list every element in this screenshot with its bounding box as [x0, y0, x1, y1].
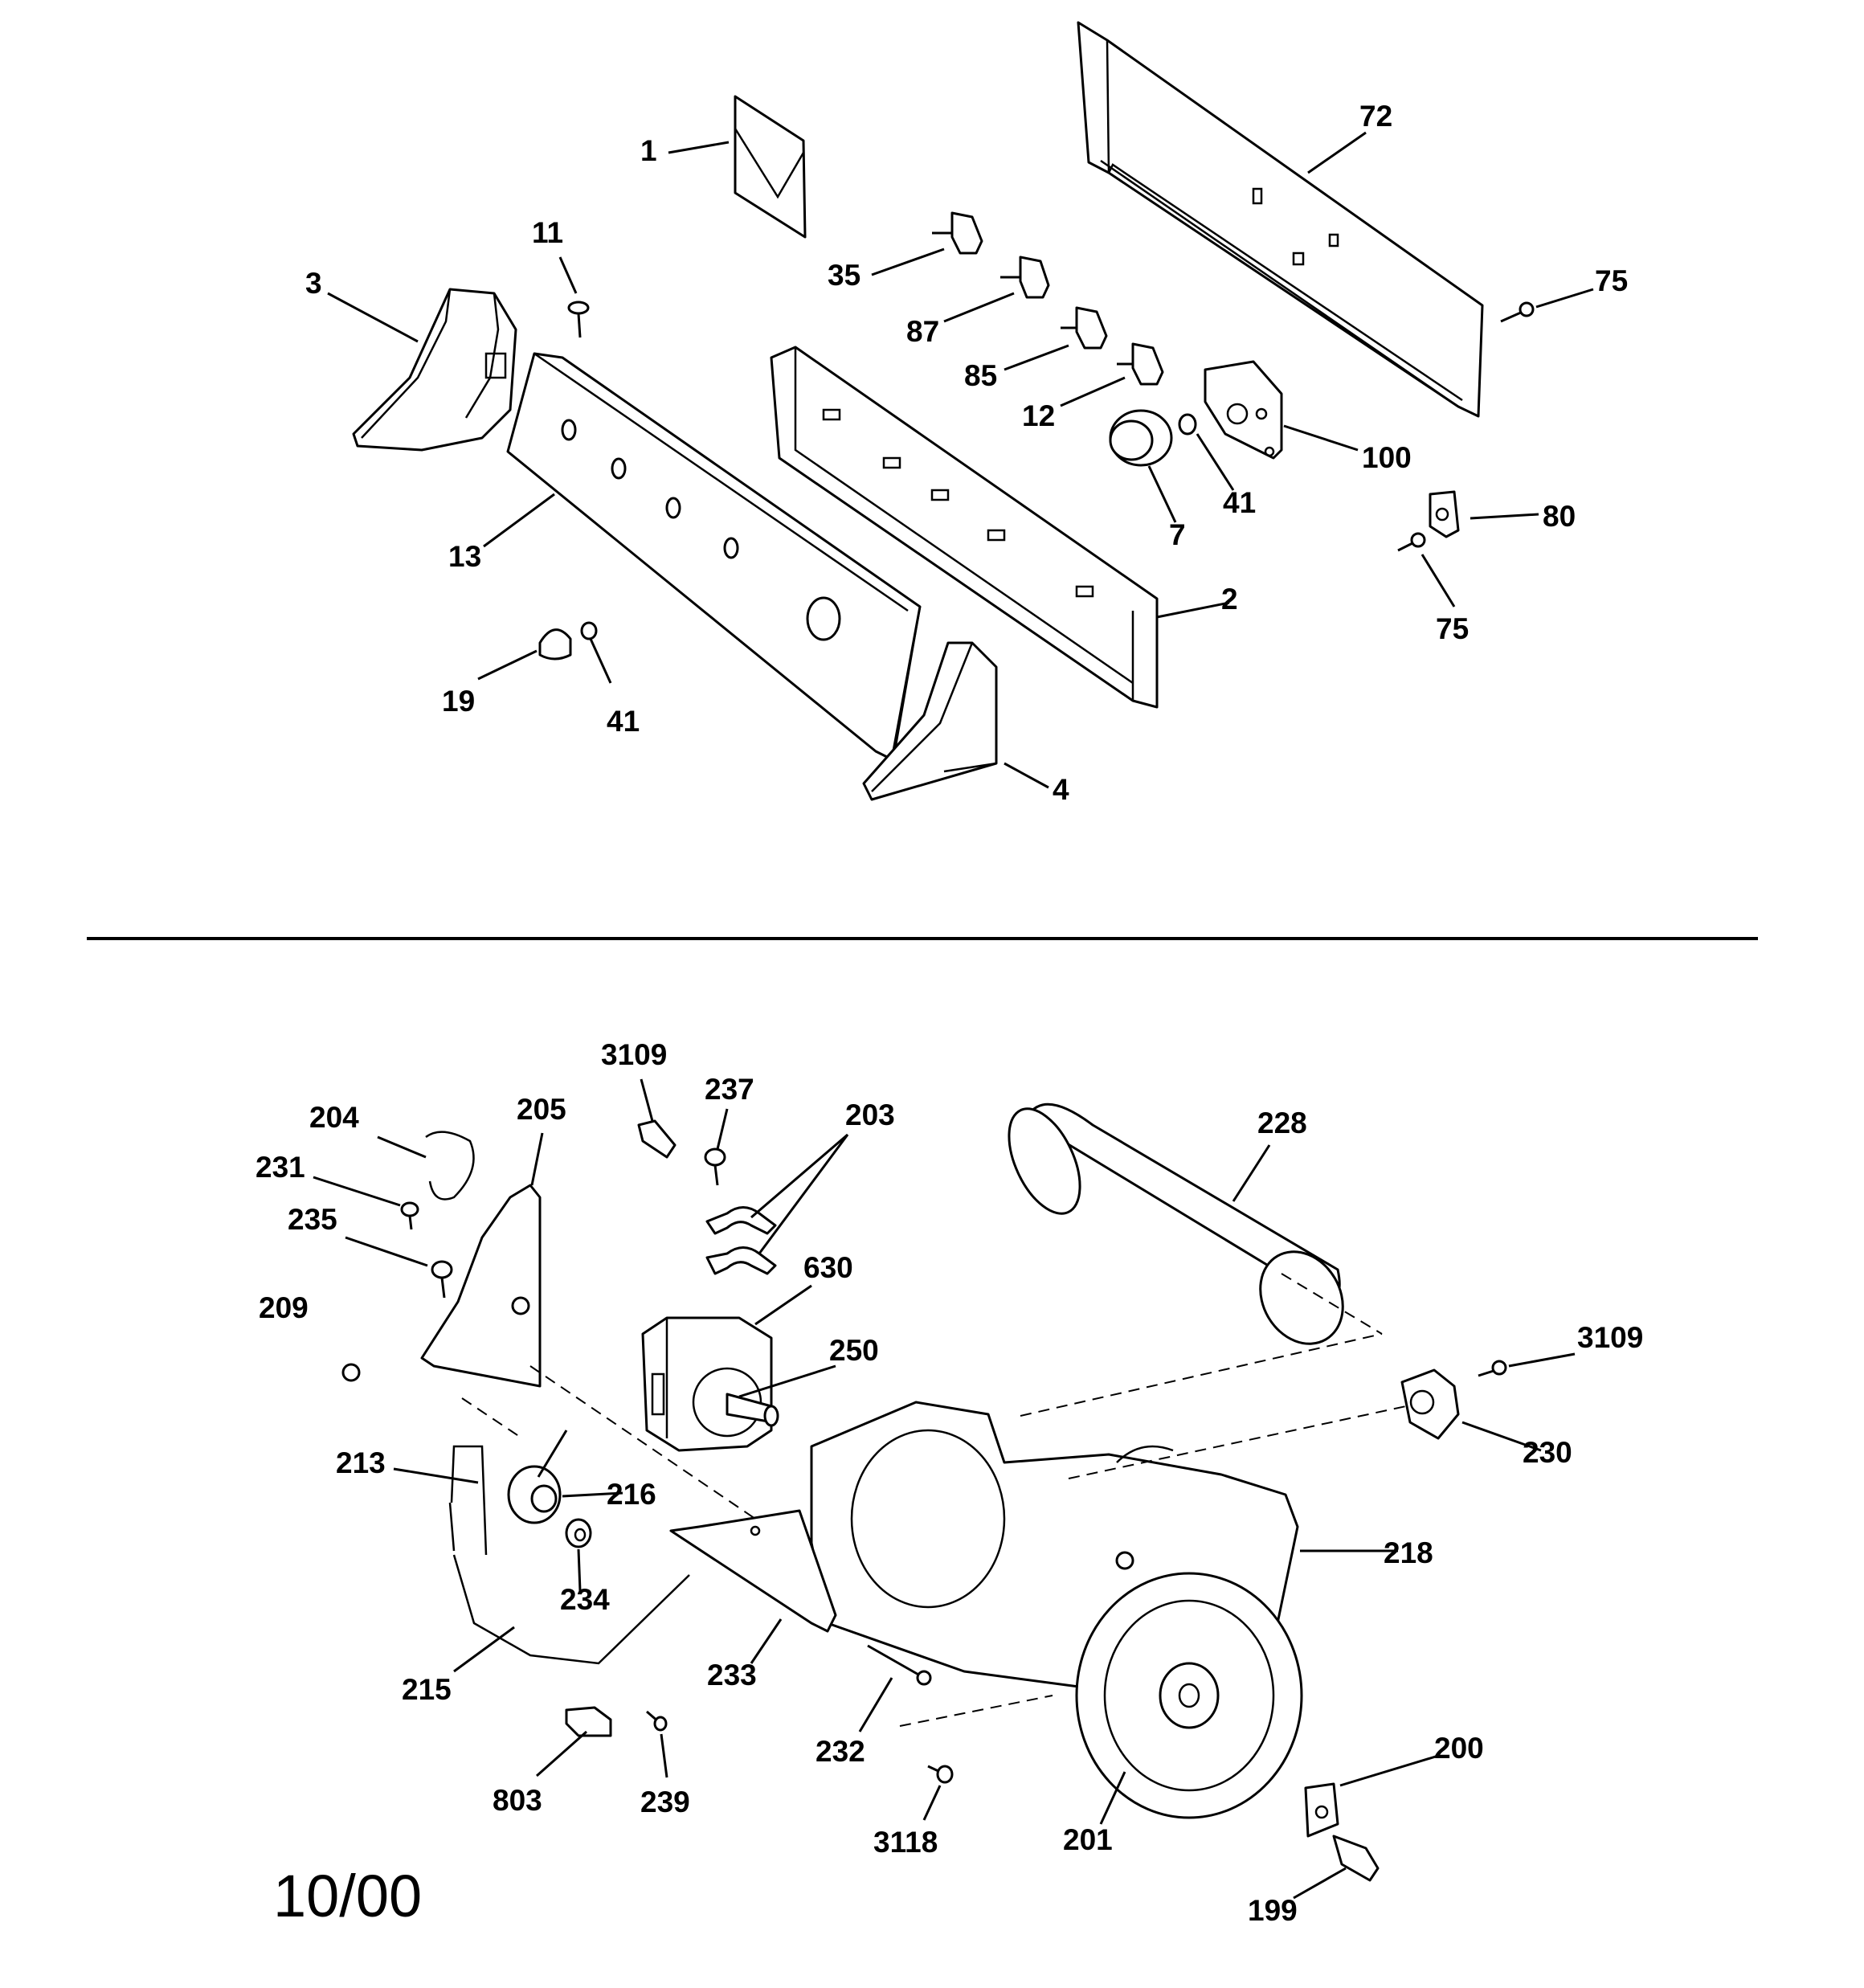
part-1-envelope: [734, 95, 807, 239]
label-239: 239: [640, 1786, 690, 1818]
label-203: 203: [845, 1098, 895, 1131]
part-803-terminal: [565, 1706, 612, 1737]
label-230: 230: [1523, 1436, 1572, 1469]
label-234: 234: [560, 1583, 610, 1616]
part-203-clamp-upper: [705, 1206, 777, 1235]
label-12: 12: [1022, 399, 1055, 432]
part-233-base: [669, 1509, 837, 1633]
part-87-switch: [1000, 256, 1050, 299]
lower-leader-lines: [313, 1078, 1576, 1900]
part-215-idler-arm: [452, 1554, 690, 1665]
part-213-switch: [448, 1445, 488, 1556]
label-3109-a: 3109: [601, 1038, 667, 1071]
part-205-bracket: [420, 1184, 542, 1388]
upper-leader-lines: [327, 131, 1594, 789]
label-209: 209: [259, 1291, 309, 1324]
part-232-pin: [867, 1644, 932, 1686]
label-237: 237: [705, 1073, 754, 1106]
part-3-end-cap: [352, 288, 517, 452]
part-41-bushing-lower: [580, 621, 598, 640]
lower-dash-lines: [461, 1273, 1407, 1727]
label-75-b: 75: [1436, 612, 1469, 645]
label-231: 231: [255, 1151, 305, 1184]
part-201-blower-wheel: [1075, 1572, 1303, 1819]
label-3: 3: [305, 267, 322, 300]
label-204: 204: [309, 1101, 359, 1134]
part-3109-screw-right: [1478, 1360, 1507, 1377]
label-85: 85: [964, 359, 997, 392]
part-200-bracket: [1304, 1782, 1339, 1838]
label-72: 72: [1359, 100, 1392, 133]
part-4-end-support: [862, 641, 998, 801]
label-215: 215: [402, 1673, 452, 1706]
label-35: 35: [828, 259, 860, 292]
date-code: 10/00: [273, 1863, 422, 1929]
part-204-clamp: [425, 1131, 475, 1201]
part-72-backsplash: [1077, 21, 1484, 418]
label-205: 205: [517, 1093, 566, 1126]
part-80-clip: [1429, 490, 1460, 538]
label-228: 228: [1257, 1106, 1307, 1139]
label-11: 11: [532, 216, 563, 249]
label-41-a: 41: [1223, 486, 1256, 519]
label-803: 803: [493, 1784, 542, 1817]
label-235: 235: [288, 1203, 337, 1236]
part-3109-connector-upper: [637, 1119, 677, 1159]
label-7: 7: [1169, 518, 1186, 551]
label-100: 100: [1362, 441, 1412, 474]
label-2: 2: [1221, 583, 1238, 616]
part-228-duct: [1008, 1102, 1344, 1345]
label-87: 87: [906, 315, 939, 348]
label-199: 199: [1248, 1894, 1298, 1927]
part-216-pulley: [507, 1430, 568, 1524]
part-35-switch: [932, 211, 983, 255]
part-13-control-panel: [506, 352, 922, 761]
label-213: 213: [336, 1446, 386, 1479]
part-12-switch: [1117, 342, 1164, 386]
label-232: 232: [816, 1735, 865, 1768]
part-85-switch: [1061, 306, 1108, 350]
label-41-b: 41: [607, 705, 640, 738]
label-4: 4: [1053, 773, 1069, 806]
label-200: 200: [1434, 1732, 1484, 1765]
label-630: 630: [803, 1251, 853, 1284]
part-203-clamp-lower: [705, 1246, 777, 1275]
label-80: 80: [1543, 500, 1576, 533]
label-233: 233: [707, 1659, 757, 1691]
part-630-motor: [641, 1316, 773, 1452]
part-19-lens: [538, 628, 572, 661]
label-13: 13: [448, 540, 481, 573]
part-237-screw: [704, 1147, 726, 1186]
part-7-knob: [1109, 409, 1173, 467]
part-239-screw: [646, 1710, 668, 1732]
label-3118: 3118: [873, 1826, 938, 1859]
part-100-timer: [1204, 360, 1283, 460]
label-216: 216: [607, 1478, 656, 1511]
part-75-screw-b: [1397, 532, 1426, 552]
part-234-nut: [565, 1518, 592, 1548]
part-11-screw: [567, 301, 590, 338]
part-209-nut: [341, 1363, 361, 1382]
part-235-screw: [431, 1260, 453, 1299]
part-199-bolt: [1332, 1835, 1380, 1882]
label-75-a: 75: [1595, 264, 1628, 297]
label-250: 250: [829, 1334, 879, 1367]
part-75-screw-a: [1500, 301, 1535, 323]
part-231-screw: [400, 1201, 419, 1230]
label-1: 1: [640, 134, 657, 167]
part-3118-screw: [927, 1765, 954, 1784]
part-2-bracket: [770, 346, 1159, 709]
label-218: 218: [1384, 1536, 1433, 1569]
label-19: 19: [442, 685, 475, 718]
label-201: 201: [1063, 1823, 1113, 1856]
part-41-bushing-upper: [1178, 413, 1197, 436]
label-3109-b: 3109: [1577, 1321, 1643, 1354]
part-230-thermostat: [1400, 1368, 1460, 1440]
part-250-shaft: [726, 1393, 779, 1427]
